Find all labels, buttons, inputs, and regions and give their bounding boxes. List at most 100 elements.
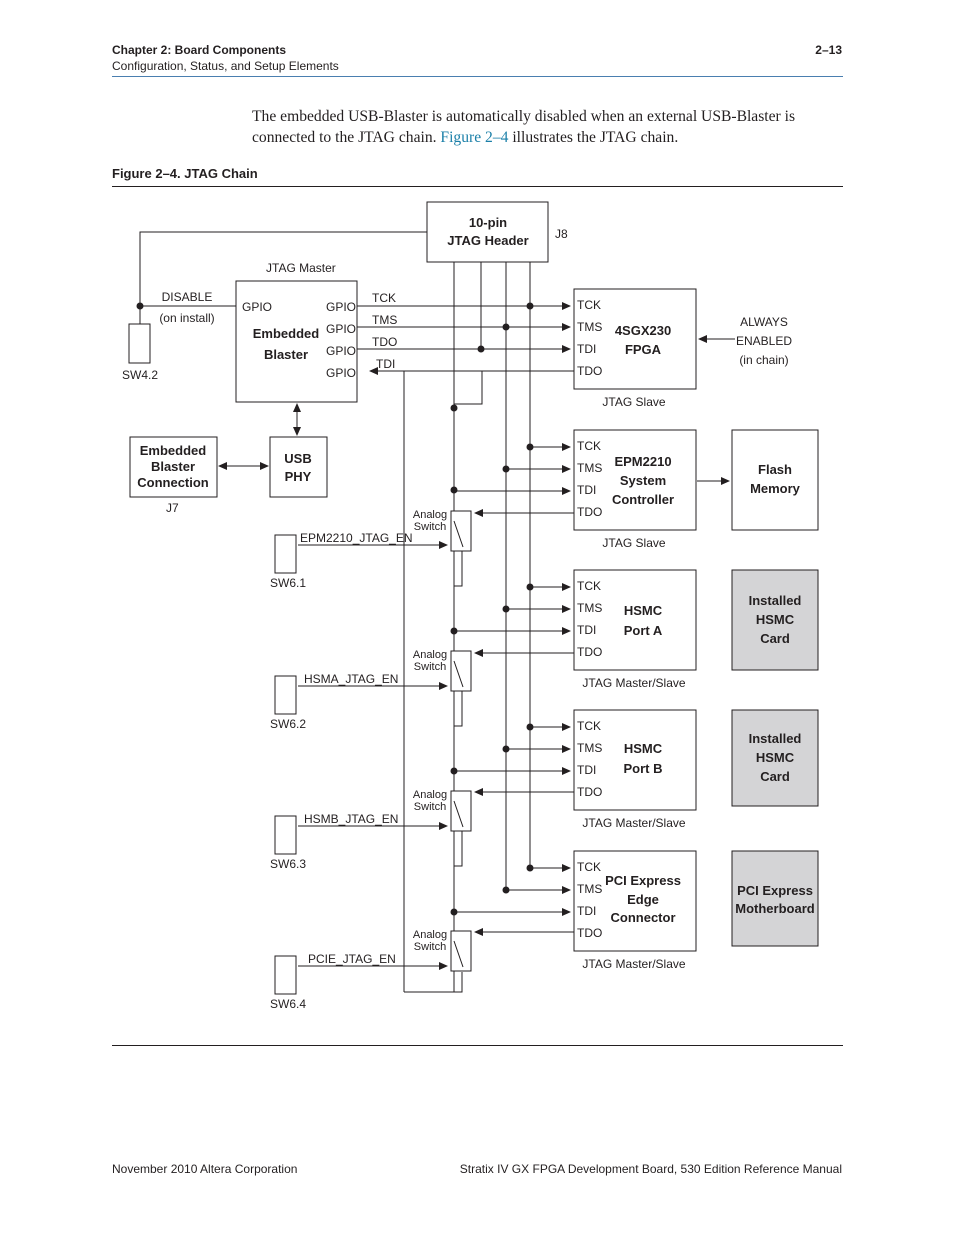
jtag-header-ref: J8 [555,227,568,241]
blaster-signal-lines [140,302,575,993]
dip-switch-1-label: SW6.1 [270,576,306,590]
device-3-label-1: HSMC [624,603,663,618]
figure-caption: Figure 2–4. JTAG Chain [112,166,258,181]
device-4-pin-tck: TCK [577,719,601,733]
blaster-label-line2: Blaster [264,347,308,362]
blaster-connection-line2: Blaster [151,459,195,474]
device-5-label-1: PCI Express [605,873,681,888]
analog-switch-1-label1: Analog [413,509,447,521]
chain-link-2 [453,691,463,771]
junction-dot [450,627,458,635]
footer-left: November 2010 Altera Corporation [112,1162,298,1176]
side-box-4-label-2: Motherboard [735,901,815,916]
page-number: 2–13 [815,43,842,57]
enable-signal-1: EPM2210_JTAG_EN [300,531,413,545]
device-1-pin-tck: TCK [577,298,601,312]
device-4-pin-tdo: TDO [577,785,602,799]
device-5-pin-tms: TMS [577,882,602,896]
figure-top-rule [112,186,843,187]
side-box-1-label-1: Flash [758,462,792,477]
dip-switch-2 [274,675,297,715]
junction-dot [450,908,458,916]
junction-dot [450,767,458,775]
device-box-4 [573,709,697,811]
device-5-pin-tck: TCK [577,860,601,874]
analog-switch-3-label2: Switch [414,801,446,813]
side-box-4 [731,850,819,947]
device-5-label-2: Edge [627,892,659,907]
device-4-label-2: Port B [624,761,663,776]
footer-right: Stratix IV GX FPGA Development Board, 53… [459,1162,842,1176]
junction-dot [526,723,534,731]
analog-switch-4-blade [453,940,464,968]
dip-switch-3 [274,815,297,855]
device-2-pin-tdi: TDI [577,483,596,497]
side-box-2-label-3: Card [760,631,790,646]
junction-dot [526,302,534,310]
analog-switch-3 [450,790,472,832]
device-2-pin-tms: TMS [577,461,602,475]
device-3-label-2: Port A [624,623,663,638]
analog-switch-4 [450,930,472,972]
junction-dot [502,886,510,894]
usb-phy-line2: PHY [285,469,312,484]
jtag-header-line1: 10-pin [469,215,507,230]
device-1-label-1: 4SGX230 [615,323,671,338]
always-enabled-line3: (in chain) [739,353,788,367]
figure-link[interactable]: Figure 2–4 [440,129,509,146]
device-box-1 [573,288,697,390]
enable-signal-3: HSMB_JTAG_EN [304,812,398,826]
side-box-1-label-2: Memory [750,481,801,496]
analog-switch-2 [450,650,472,692]
usb-phy-box [269,436,328,498]
fpga-tdo-return [453,370,574,408]
analog-switch-1 [450,510,472,552]
device-3-pin-tck: TCK [577,579,601,593]
device-5-role: JTAG Master/Slave [582,957,685,971]
body-text-end: illustrates the JTAG chain. [508,129,679,146]
device-2-pin-tck: TCK [577,439,601,453]
section-title: Configuration, Status, and Setup Element… [112,59,339,73]
jtag-header-line2: JTAG Header [447,233,528,248]
analog-switch-4-label2: Switch [414,941,446,953]
signal-tdi: TDI [376,357,395,371]
analog-switch-3-label1: Analog [413,789,447,801]
body-paragraph: The embedded USB-Blaster is automaticall… [252,106,852,148]
blaster-pin-2: GPIO [326,322,356,336]
analog-switch-1-label2: Switch [414,521,446,533]
blaster-connection-ref: J7 [166,501,179,515]
junction-dot [450,404,458,412]
side-box-3 [731,709,819,807]
junction-dot [526,864,534,872]
embedded-blaster-box [235,280,358,403]
junction-dot [502,605,510,613]
device-4-role: JTAG Master/Slave [582,816,685,830]
analog-switch-4-label1: Analog [413,929,447,941]
device-1-role: JTAG Slave [602,395,665,409]
dip-switch-2-label: SW6.2 [270,717,306,731]
analog-switch-3-blade [453,800,464,828]
device-1-label-2: FPGA [625,342,662,357]
signal-tms: TMS [372,313,397,327]
junction-dots [136,302,534,916]
blaster-pin-1: GPIO [326,300,356,314]
device-1-pin-tdo: TDO [577,364,602,378]
enable-signal-2: HSMA_JTAG_EN [304,672,398,686]
device-3-pin-tdo: TDO [577,645,602,659]
side-box-4-label-1: PCI Express [737,883,813,898]
signal-tck: TCK [372,291,396,305]
blaster-connection-line1: Embedded [140,443,207,458]
device-2-pin-tdo: TDO [577,505,602,519]
device-4-pin-tdi: TDI [577,763,596,777]
side-box-3-label-2: HSMC [756,750,795,765]
side-box-2-label-2: HSMC [756,612,795,627]
blaster-connection-box [129,436,218,498]
jtag-header-box [426,201,549,263]
figure-bottom-rule [112,1045,843,1046]
junction-dot [526,443,534,451]
side-box-3-label-3: Card [760,769,790,784]
dip-switch-3-label: SW6.3 [270,857,306,871]
device-3-pin-tdi: TDI [577,623,596,637]
disable-label: DISABLE [162,290,213,304]
